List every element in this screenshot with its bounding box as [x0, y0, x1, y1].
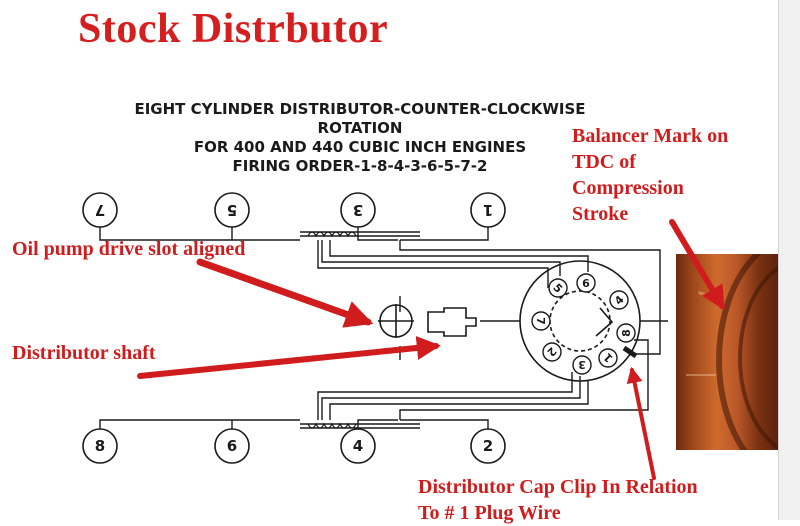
plug-top-1: 1 [470, 192, 506, 228]
distributor-shaft-shape [427, 307, 477, 337]
plug-top-7-number: 7 [95, 201, 105, 219]
balancer-label-line-3: Compression [572, 177, 684, 199]
balancer-arrow [669, 219, 725, 311]
plug-bottom-6: 6 [214, 428, 250, 464]
balancer-ring [716, 254, 778, 450]
annotation-arrows [137, 219, 725, 480]
cap-clip-arrow [626, 366, 656, 480]
cap-terminal-8: 8 [616, 323, 636, 343]
cap-terminal-7: 7 [531, 311, 551, 331]
plug-top-1-number: 1 [483, 201, 493, 219]
cap-terminal-3: 3 [572, 355, 592, 375]
slide [0, 0, 778, 520]
plug-bottom-6-number: 6 [227, 437, 237, 455]
cap-terminal-4: 4 [609, 290, 629, 310]
oil-pump-shaft [378, 304, 414, 338]
cap-terminal-1: 1 [598, 348, 618, 368]
distributor-wiring-diagram [99, 226, 668, 432]
plug-bottom-2-number: 2 [483, 437, 493, 455]
plug-top-7: 7 [82, 192, 118, 228]
plug-top-5: 5 [214, 192, 250, 228]
cap-terminal-7-number: 7 [534, 317, 547, 325]
shaft-arrow [137, 335, 441, 379]
cap-clip-label: Distributor Cap Clip In Relation To # 1 … [418, 474, 698, 526]
balancer-label-line-1: Balancer Mark on [572, 125, 729, 147]
plug-bottom-8: 8 [82, 428, 118, 464]
oil-pump-arrow [196, 258, 374, 328]
plug-top-3-number: 3 [353, 201, 363, 219]
cap-terminal-6-number: 6 [582, 277, 590, 290]
distributor-shaft-label: Distributor shaft [12, 342, 156, 364]
plug-bottom-4-number: 4 [353, 437, 363, 455]
balancer-label-line-4: Stroke [572, 203, 629, 225]
cap-clip-label-line-2: To # 1 Plug Wire [418, 502, 561, 524]
diagram-heading: EIGHT CYLINDER DISTRIBUTOR-COUNTER-CLOCK… [80, 100, 640, 176]
heading-line-1: EIGHT CYLINDER DISTRIBUTOR-COUNTER-CLOCK… [134, 100, 586, 118]
cap-terminal-2: 2 [542, 342, 562, 362]
oil-pump-label: Oil pump drive slot aligned [12, 238, 246, 260]
distributor-cap [519, 260, 641, 382]
plug-bottom-2: 2 [470, 428, 506, 464]
heading-line-3: FOR 400 AND 440 CUBIC INCH ENGINES [193, 138, 527, 156]
photo-detail [686, 374, 716, 376]
window-edge [778, 0, 800, 520]
cap-clip-label-line-1: Distributor Cap Clip In Relation [418, 476, 698, 498]
plug-top-5-number: 5 [227, 201, 237, 219]
balancer-label: Balancer Mark on TDC of Compression Stro… [572, 123, 728, 227]
heading-line-4: FIRING ORDER-1-8-4-3-6-5-7-2 [232, 157, 488, 175]
cap-terminal-6: 6 [576, 273, 596, 293]
heading-line-2: ROTATION [317, 119, 403, 137]
plug-bottom-8-number: 8 [95, 437, 105, 455]
plug-top-3: 3 [340, 192, 376, 228]
balancer-label-line-2: TDC of [572, 151, 636, 173]
cap-terminal-3-number: 3 [578, 358, 586, 371]
slide-title: Stock Distrbutor [78, 6, 389, 52]
cap-terminal-8-number: 8 [620, 329, 633, 337]
plug-bottom-4: 4 [340, 428, 376, 464]
cap-terminal-5: 5 [548, 278, 568, 298]
balancer-photo [676, 254, 778, 450]
